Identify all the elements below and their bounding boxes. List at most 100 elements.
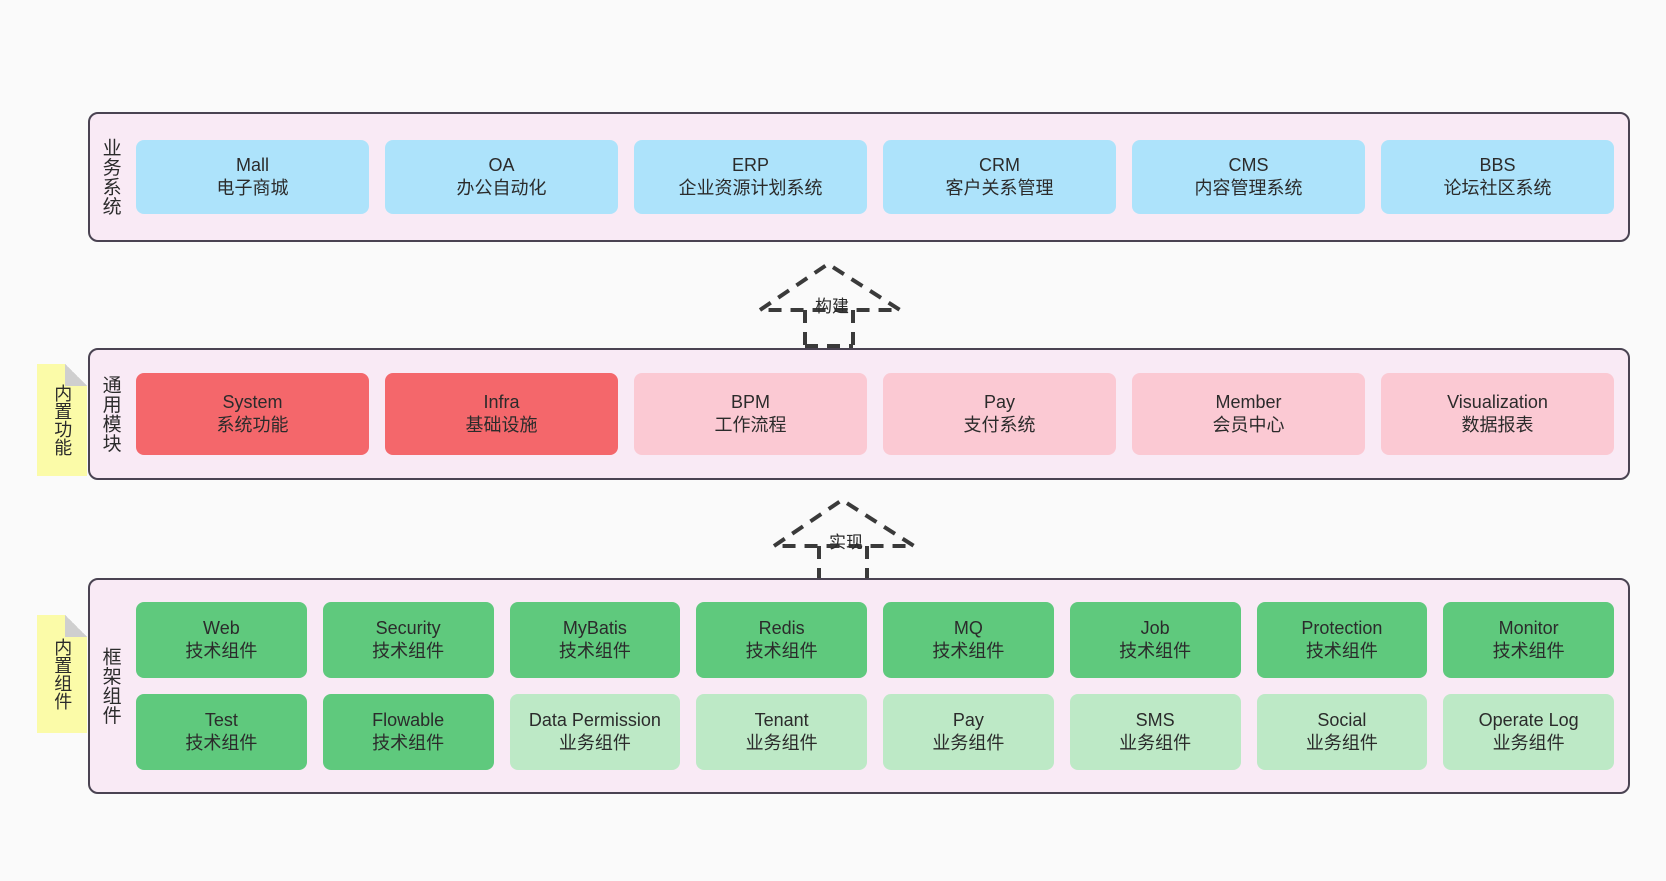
layer-business-system: 业务系统 Mall 电子商城 OA 办公自动化 ERP 企业资源计划系统 CRM 客户关系管理… [88,112,1630,242]
card-subtitle: 客户关系管理 [945,178,1054,198]
card-framework-mq[interactable]: MQ 技术组件 [883,602,1054,678]
card-subtitle: 会员中心 [1212,415,1285,435]
card-module-bpm[interactable]: BPM 工作流程 [634,373,867,455]
card-subtitle: 数据报表 [1461,415,1534,435]
card-title: Tenant [754,709,809,730]
card-framework-tenant[interactable]: Tenant 业务组件 [696,694,867,770]
note-builtin-feature-label: 内置功能 [52,384,73,456]
card-subtitle: 工作流程 [714,415,787,435]
card-framework-flowable[interactable]: Flowable 技术组件 [322,694,494,770]
card-framework-job[interactable]: Job 技术组件 [1069,602,1241,678]
card-subtitle: 业务组件 [1492,733,1565,753]
card-business-cms[interactable]: CMS 内容管理系统 [1132,140,1365,214]
card-framework-sms[interactable]: SMS 业务组件 [1069,694,1241,770]
card-subtitle: 办公自动化 [456,178,547,198]
card-module-visualization[interactable]: Visualization 数据报表 [1381,373,1614,455]
card-title: BBS [1479,154,1516,175]
card-subtitle: 技术组件 [932,641,1005,661]
card-subtitle: 技术组件 [558,641,631,661]
card-title: Flowable [372,709,445,730]
card-framework-web[interactable]: Web 技术组件 [136,602,307,678]
layer-business-body: Mall 电子商城 OA 办公自动化 ERP 企业资源计划系统 CRM 客户关系管理 CMS 内容… [130,114,1628,240]
card-title: Visualization [1447,391,1548,412]
card-title: ERP [731,154,769,175]
card-framework-mybatis[interactable]: MyBatis 技术组件 [509,602,681,678]
card-business-crm[interactable]: CRM 客户关系管理 [883,140,1116,214]
connector-realize-label: 实现 [829,533,863,552]
layer-module-title: 通用模块 [99,375,121,453]
card-business-erp[interactable]: ERP 企业资源计划系统 [634,140,867,214]
connector-build-label: 构建 [815,297,849,316]
card-business-bbs[interactable]: BBS 论坛社区系统 [1381,140,1614,214]
card-subtitle: 论坛社区系统 [1443,178,1552,198]
card-module-member[interactable]: Member 会员中心 [1132,373,1365,455]
card-module-system[interactable]: System 系统功能 [136,373,369,455]
card-subtitle: 技术组件 [1305,641,1378,661]
card-framework-security[interactable]: Security 技术组件 [322,602,494,678]
card-title: Member [1215,391,1282,412]
card-subtitle: 业务组件 [1119,733,1192,753]
card-title: Pay [952,709,984,730]
note-fold-corner-icon [65,364,87,386]
card-module-pay[interactable]: Pay 支付系统 [883,373,1116,455]
card-subtitle: 技术组件 [1119,641,1192,661]
card-framework-protection[interactable]: Protection 技术组件 [1256,602,1428,678]
card-subtitle: 业务组件 [745,733,818,753]
card-title: System [222,391,283,412]
card-title: MQ [953,617,983,638]
card-business-mall[interactable]: Mall 电子商城 [136,140,369,214]
layer-business-title: 业务系统 [99,138,121,216]
card-subtitle: 企业资源计划系统 [678,178,823,198]
card-subtitle: 技术组件 [185,641,258,661]
business-card-row: Mall 电子商城 OA 办公自动化 ERP 企业资源计划系统 CRM 客户关系管理 CMS 内容… [136,140,1614,214]
card-subtitle: 技术组件 [185,733,258,753]
note-builtin-component: 内置组件 [37,615,87,733]
card-title: OA [488,154,515,175]
card-subtitle: 技术组件 [1492,641,1565,661]
card-title: Pay [983,391,1016,412]
card-framework-data-permission[interactable]: Data Permission 业务组件 [509,694,681,770]
card-title: Mall [235,154,269,175]
card-subtitle: 技术组件 [372,733,445,753]
card-framework-social[interactable]: Social 业务组件 [1256,694,1428,770]
card-subtitle: 支付系统 [963,415,1036,435]
card-title: Operate Log [1478,709,1579,730]
card-title: Data Permission [528,709,661,730]
card-framework-operate-log[interactable]: Operate Log 业务组件 [1443,694,1614,770]
card-subtitle: 系统功能 [216,415,289,435]
card-title: Redis [758,617,805,638]
card-title: Job [1140,617,1170,638]
card-title: BPM [730,391,770,412]
card-title: Social [1317,709,1367,730]
card-title: Security [375,617,441,638]
card-title: Infra [483,391,520,412]
card-subtitle: 技术组件 [745,641,818,661]
card-title: CMS [1228,154,1269,175]
note-builtin-feature: 内置功能 [37,364,87,476]
card-title: Web [203,617,240,638]
card-subtitle: 业务组件 [558,733,631,753]
card-subtitle: 内容管理系统 [1194,178,1303,198]
card-framework-redis[interactable]: Redis 技术组件 [696,602,867,678]
card-title: Protection [1301,617,1383,638]
card-subtitle: 业务组件 [1305,733,1378,753]
note-fold-corner-icon [65,615,87,637]
card-title: MyBatis [562,617,627,638]
card-title: SMS [1135,709,1175,730]
card-subtitle: 技术组件 [372,641,445,661]
card-business-oa[interactable]: OA 办公自动化 [385,140,618,214]
card-title: CRM [979,154,1020,175]
card-subtitle: 电子商城 [216,178,289,198]
